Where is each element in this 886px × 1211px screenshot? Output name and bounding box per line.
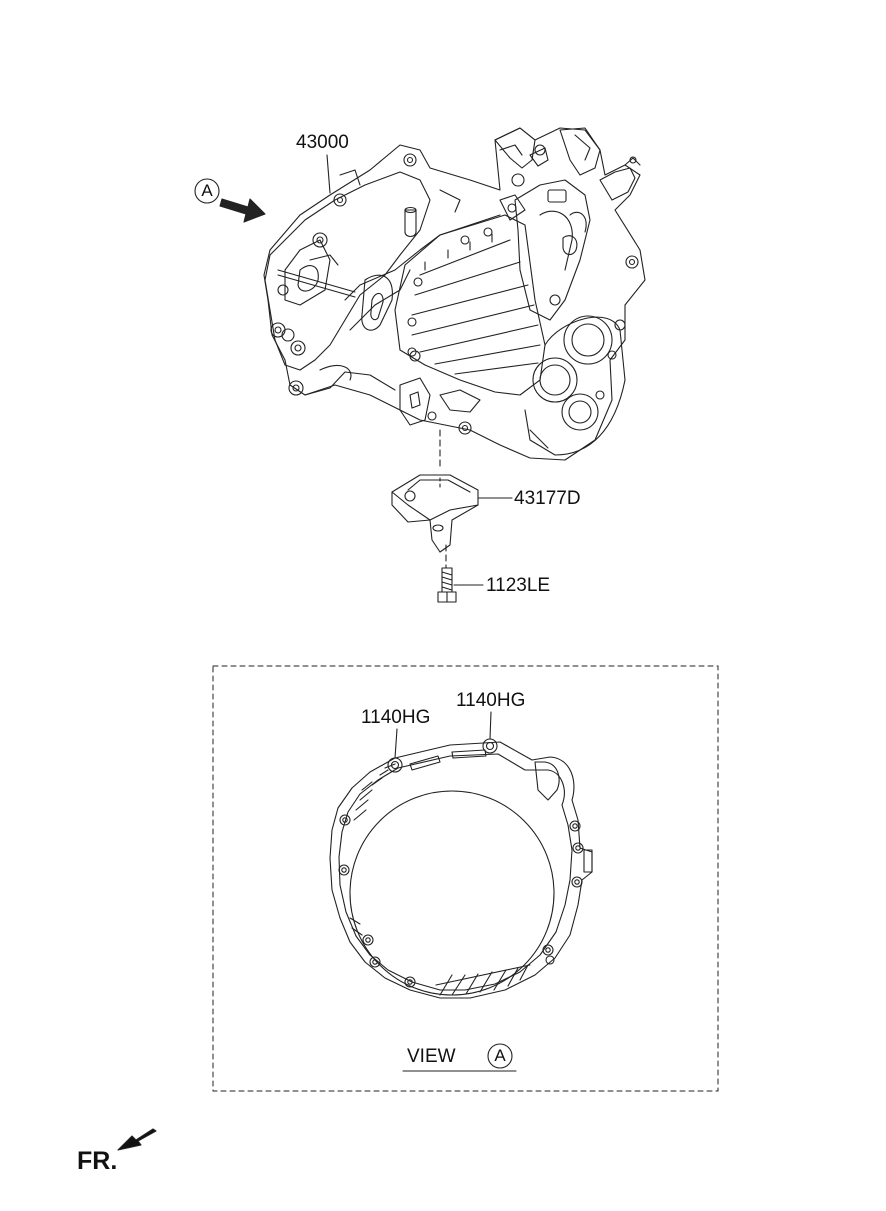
bolt-1123LE[interactable] bbox=[437, 567, 457, 603]
view-caption-letter: A bbox=[494, 1046, 506, 1065]
orientation-label: FR. bbox=[77, 1147, 118, 1175]
transaxle-assembly[interactable] bbox=[263, 127, 646, 461]
part-label-43000[interactable]: 43000 bbox=[296, 132, 349, 153]
view-caption-word: VIEW bbox=[407, 1046, 456, 1067]
fr-arrow-icon bbox=[117, 1128, 157, 1151]
view-direction-marker bbox=[194, 178, 266, 223]
view-a-frame bbox=[212, 665, 719, 1092]
leader-line-43000 bbox=[326, 154, 331, 194]
mounting-bracket[interactable] bbox=[391, 474, 479, 553]
part-label-1123LE[interactable]: 1123LE bbox=[486, 575, 551, 596]
part-label-1140HG-left[interactable]: 1140HG bbox=[361, 707, 431, 728]
leader-line-1140HG-left bbox=[394, 728, 398, 759]
leader-line-1140HG-right bbox=[489, 711, 492, 740]
part-label-43177D[interactable]: 43177D bbox=[514, 488, 581, 509]
view-caption-circle bbox=[487, 1043, 513, 1069]
bell-housing-face bbox=[329, 738, 593, 999]
part-label-1140HG-right[interactable]: 1140HG bbox=[456, 690, 526, 711]
view-marker-letter: A bbox=[201, 181, 213, 200]
